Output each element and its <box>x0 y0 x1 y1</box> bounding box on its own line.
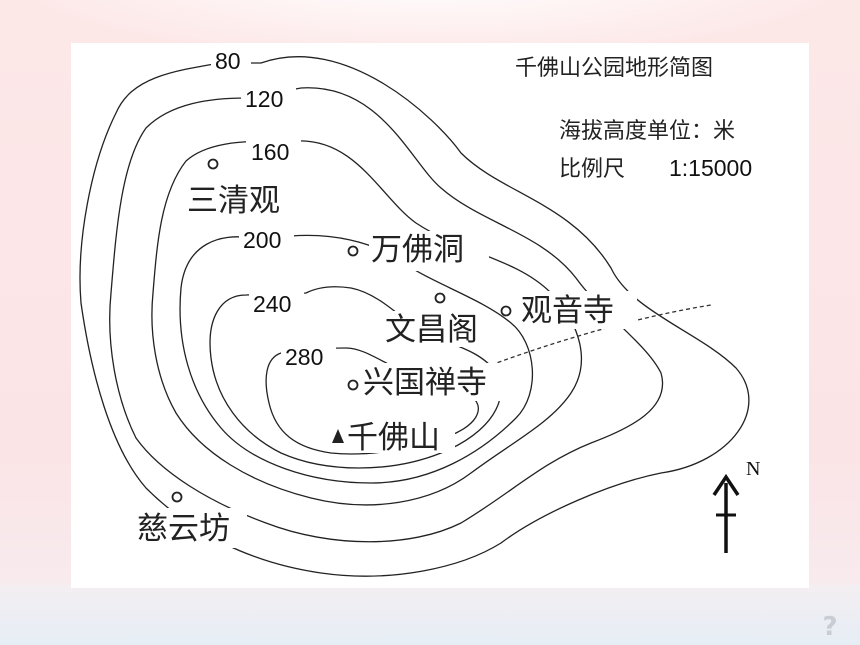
wenchangge-marker <box>434 292 446 304</box>
contour-label-80: 80 <box>215 48 241 74</box>
contour-label-280: 280 <box>285 344 323 370</box>
elevation-unit-label: 海拔高度单位：米 <box>559 119 735 144</box>
place-label-wanfodong: 万佛洞 <box>371 232 464 268</box>
north-label: N <box>746 458 760 480</box>
contour-label-160: 160 <box>251 139 289 165</box>
contour-label-120: 120 <box>245 86 283 112</box>
scale-value: 1:15000 <box>669 155 752 181</box>
xingguochansi-marker <box>347 379 359 391</box>
contour-labels: 80 120 160 200 240 280 <box>211 45 336 370</box>
map-title: 千佛山公园地形简图 <box>515 56 713 81</box>
contour-line-240 <box>209 286 502 469</box>
slide-background-bottom <box>0 585 860 645</box>
contour-line-280 <box>265 347 479 455</box>
north-arrow-icon <box>712 473 740 553</box>
wanfodong-marker <box>347 245 359 257</box>
place-label-wenchangge: 文昌阁 <box>385 312 478 348</box>
map-canvas: 80 120 160 200 240 280 千佛山公园地形简图 海拔高度单位：… <box>79 45 760 577</box>
sanqingguan-marker <box>207 158 219 170</box>
guanyinsi-marker <box>500 305 512 317</box>
place-label-sanqingguan: 三清观 <box>187 183 280 219</box>
place-label-qianfoshan: 千佛山 <box>347 420 440 456</box>
contour-label-200: 200 <box>243 227 281 253</box>
contour-line-120 <box>109 87 664 543</box>
ciyunfang-marker <box>171 491 183 503</box>
contour-line-80 <box>79 56 750 577</box>
place-label-guanyinsi: 观音寺 <box>521 293 614 329</box>
contour-label-240: 240 <box>253 291 291 317</box>
dashed-path-line <box>490 304 712 366</box>
place-label-xingguochansi: 兴国禅寺 <box>363 365 487 401</box>
help-icon[interactable]: ? <box>822 612 838 642</box>
peak-triangle-icon <box>332 429 344 443</box>
scale-label: 比例尺 <box>559 157 625 182</box>
topographic-map: 80 120 160 200 240 280 千佛山公园地形简图 海拔高度单位：… <box>71 43 809 588</box>
place-label-ciyunfang: 慈云坊 <box>137 511 230 547</box>
